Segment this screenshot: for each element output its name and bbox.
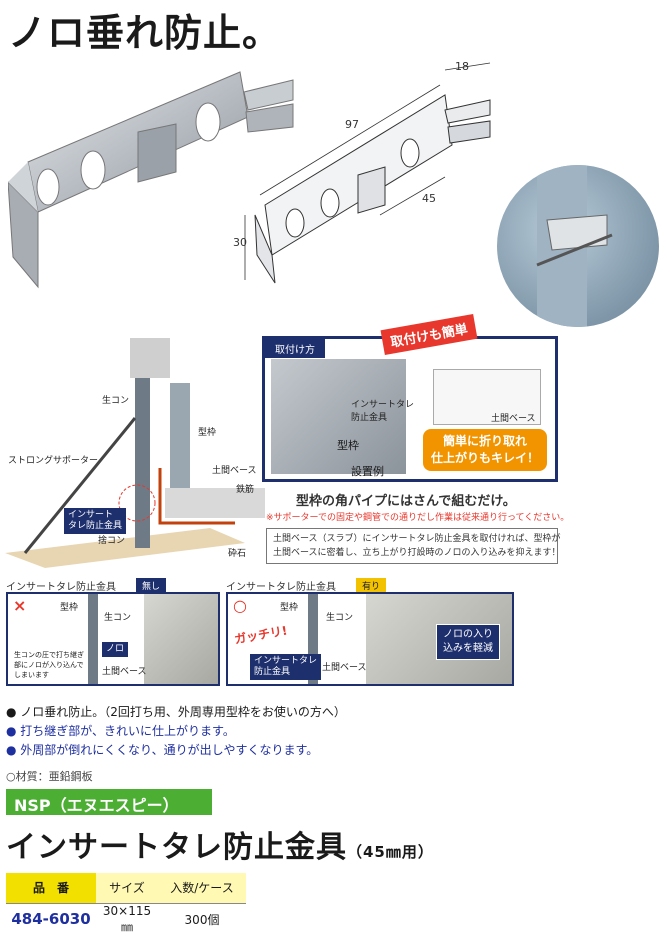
install-bubble: 簡単に折り取れ 仕上がりもキレイ！: [423, 429, 547, 471]
install-panel: 取付け方 インサートタレ 防止金具 型枠 設置例 土間ベース 簡単に折り取れ 仕…: [262, 336, 558, 482]
label-saiseki: 砕石: [228, 549, 247, 559]
headline: ノロ垂れ防止。: [8, 11, 282, 55]
label-sutekon: 捨コン: [98, 536, 126, 546]
product-title-sub: （45㎜用）: [347, 843, 434, 861]
mark-x: ×: [13, 596, 27, 615]
compare-left-badge: 無し: [136, 578, 167, 593]
material: ○材質：亜鉛鋼板: [6, 770, 93, 783]
right-gacchiri: ガッチリ!: [233, 623, 289, 647]
compare-left-panel: × 型枠 生コン ノロ 土間ベース 生コンの圧で打ち継ぎ 部にノロが入り込んで …: [6, 592, 220, 686]
compare-left-label: インサートタレ防止金具: [6, 582, 116, 593]
feature-list: ● ノロ垂れ防止。（2回打ち用、外周専用型枠をお使いの方へ） ● 打ち継ぎ部が、…: [6, 703, 346, 760]
left-doma: 土間ベース: [102, 667, 147, 677]
left-kata: 型枠: [60, 603, 79, 613]
right-namakon: 生コン: [326, 613, 354, 623]
info-box: 土間ベース（スラブ）にインサートタレ防止金具を取付ければ、型枠が 土間ベースに密…: [266, 528, 561, 564]
spec-size: 30×115㎜: [96, 903, 158, 933]
compare-right-label: インサートタレ防止金具: [226, 582, 336, 593]
install-example-caption: 設置例: [351, 465, 384, 478]
dim-45: 45: [422, 192, 436, 205]
right-kata: 型枠: [280, 603, 299, 613]
right-insert: インサートタレ 防止金具: [250, 654, 322, 680]
installed-photo: [497, 165, 659, 327]
insert-tag: インサート タレ防止金具: [64, 508, 127, 534]
product-photo: [8, 71, 294, 289]
dim-30: 30: [233, 236, 247, 249]
left-namakon: 生コン: [104, 613, 132, 623]
label-tekkin: 鉄筋: [236, 485, 255, 495]
compare-right-panel: ○ 型枠 生コン ガッチリ! 土間ベース インサートタレ 防止金具 ノロの入り …: [226, 592, 514, 686]
dim-18: 18: [455, 60, 469, 73]
mark-o: ○: [233, 596, 247, 615]
brand-bar: NSP（エヌエスピー）: [6, 789, 212, 815]
bullet-2: ● 打ち継ぎ部が、きれいに仕上がります。: [6, 724, 235, 738]
bullet-1: ● ノロ垂れ防止。（2回打ち用、外周専用型枠をお使いの方へ）: [6, 705, 346, 719]
label-kata: 型枠: [198, 428, 217, 438]
pipe-caption: 型枠の角パイプにはさんで組むだけ。: [296, 494, 516, 509]
install-insert-label: インサートタレ 防止金具: [351, 400, 415, 423]
support-note: ※サポーターでの固定や鋼管での通りだし作業は従来通り行ってください。: [266, 513, 570, 523]
spec-header-size: サイズ: [96, 873, 158, 904]
product-title-main: インサートタレ防止金具: [6, 830, 347, 865]
left-noro: ノロ: [102, 642, 129, 657]
table-row: 484-6030 30×115㎜ 300個: [6, 903, 246, 933]
install-panel-header: 取付け方: [265, 339, 325, 358]
spec-code: 484-6030: [6, 903, 96, 933]
right-doma: 土間ベース: [322, 663, 367, 673]
dim-97: 97: [345, 118, 359, 131]
spec-qty: 300個: [158, 903, 246, 933]
compare-right-badge: 有り: [356, 578, 387, 593]
install-doma-label: 土間ベース: [491, 414, 536, 424]
label-doma: 土間ベース: [212, 466, 257, 476]
left-note: 生コンの圧で打ち継ぎ 部にノロが入り込んで しまいます: [14, 651, 84, 679]
install-kata-label: 型枠: [337, 439, 359, 452]
spec-header-code: 品 番: [6, 873, 96, 904]
label-strong-supporter: ストロングサポーター: [8, 456, 99, 466]
dimension-drawing: [244, 62, 491, 284]
product-title: インサートタレ防止金具（45㎜用）: [6, 822, 434, 866]
spec-table: 品 番 サイズ 入数/ケース 484-6030 30×115㎜ 300個: [6, 873, 246, 933]
construction-diagram: [5, 338, 265, 568]
label-namakon: 生コン: [102, 396, 130, 406]
bullet-3: ● 外周部が倒れにくくなり、通りが出しやすくなります。: [6, 743, 319, 757]
spec-header-qty: 入数/ケース: [158, 873, 246, 904]
right-bubble: ノロの入り 込みを軽減: [436, 624, 500, 660]
